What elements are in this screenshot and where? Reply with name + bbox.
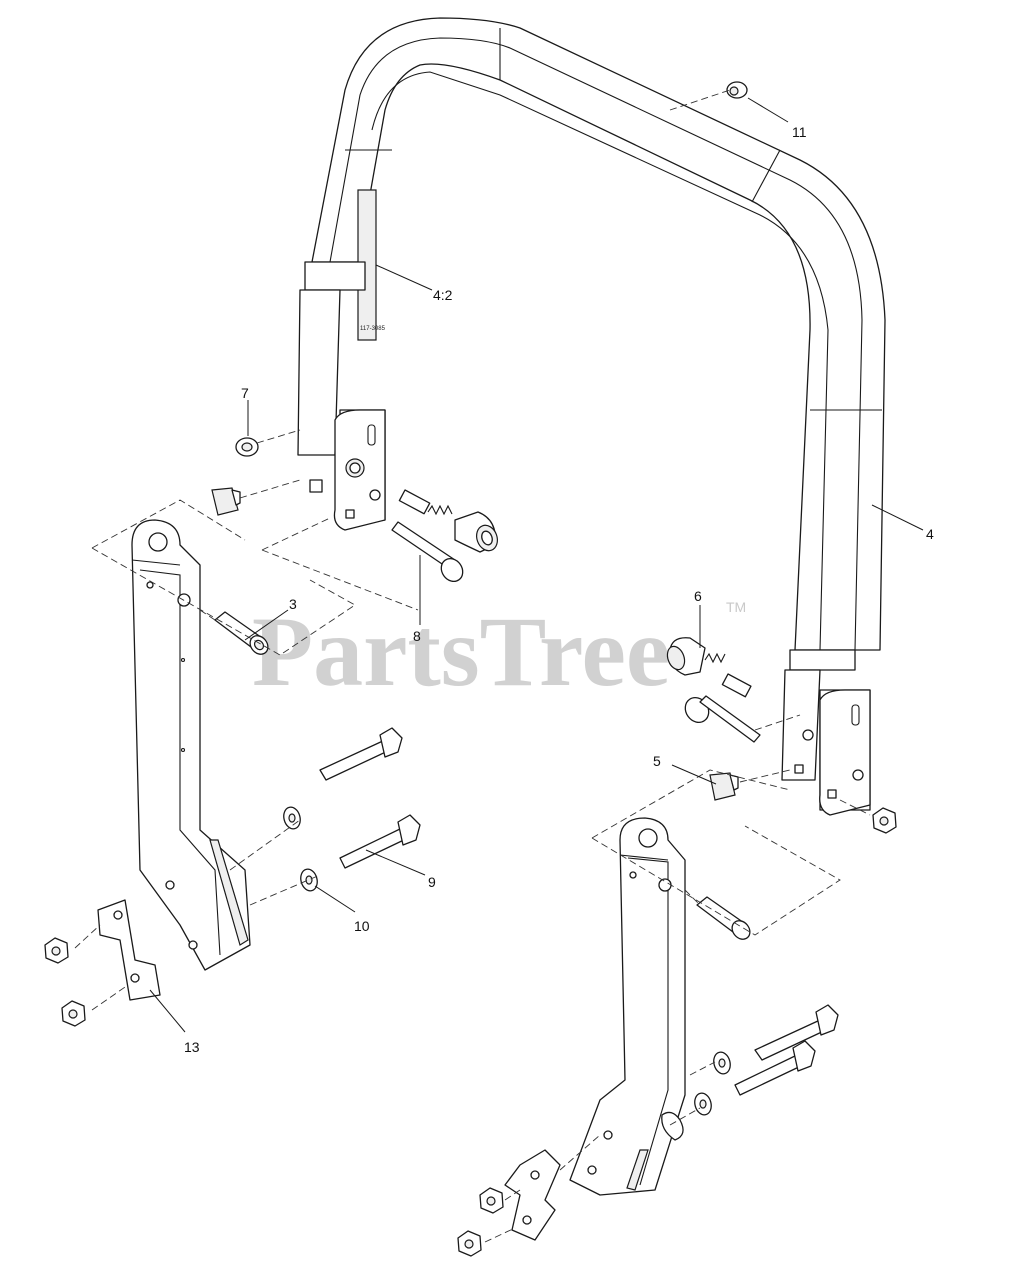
flat-washer-right-upper[interactable] (711, 1050, 732, 1075)
right-upright-support[interactable] (569, 817, 686, 1196)
left-upright-support[interactable] (131, 519, 251, 971)
leader-lines (149, 97, 924, 1033)
spring-pin-upper[interactable] (398, 489, 500, 554)
spacer-tube-right[interactable] (696, 896, 754, 943)
flat-washer-right-lower[interactable] (692, 1091, 713, 1116)
lock-knob-right[interactable] (709, 772, 739, 801)
hex-bolt-left-upper[interactable] (319, 727, 403, 781)
callout-11: 11 (792, 124, 807, 140)
clevis-pin-right[interactable] (681, 693, 761, 743)
spring-pin-right[interactable] (664, 637, 752, 698)
callout-4-2: 4:2 (433, 287, 453, 303)
callout-labels: 11 4:2 7 4 3 8 6 5 9 10 13 (184, 124, 934, 1055)
flange-nut-left-lower[interactable] (61, 1000, 86, 1027)
flange-nut-right-upper[interactable] (479, 1187, 504, 1214)
watermark-brand: PartsTree (252, 596, 670, 707)
flange-nut-left-upper[interactable] (44, 937, 69, 964)
callout-7: 7 (241, 385, 249, 401)
spacer-tube-left[interactable] (214, 611, 272, 658)
decal-label: 117-3085 (360, 326, 386, 332)
watermark-trademark: TM (726, 599, 746, 615)
mounting-plate-left[interactable] (97, 899, 161, 1001)
lock-knob-left[interactable] (211, 487, 241, 516)
right-pivot-plate[interactable] (794, 689, 871, 816)
hex-bolt-right-upper[interactable] (754, 1004, 839, 1061)
mounting-plate-right[interactable] (504, 1149, 561, 1241)
callout-4: 4 (926, 526, 934, 542)
callout-9: 9 (428, 874, 436, 890)
flat-washer-left-lower[interactable] (298, 867, 319, 892)
flange-nut-upper-left[interactable] (235, 437, 259, 457)
hex-bolt-left-lower[interactable] (339, 814, 421, 869)
hex-bolt-right-lower[interactable] (734, 1040, 816, 1096)
flat-washer-left-upper[interactable] (281, 805, 302, 830)
flange-nut-right-lower[interactable] (457, 1230, 482, 1257)
left-pivot-plate[interactable] (333, 409, 386, 531)
callout-6: 6 (694, 588, 702, 604)
callout-5: 5 (653, 753, 661, 769)
callout-8: 8 (413, 628, 421, 644)
callout-13: 13 (184, 1039, 200, 1055)
callout-10: 10 (354, 918, 370, 934)
flange-nut-right-pivot[interactable] (872, 807, 897, 834)
callout-3: 3 (289, 596, 297, 612)
cap-washer-top[interactable] (726, 81, 748, 99)
clevis-pin-upper[interactable] (391, 521, 467, 586)
assembly-lines (74, 89, 871, 1243)
